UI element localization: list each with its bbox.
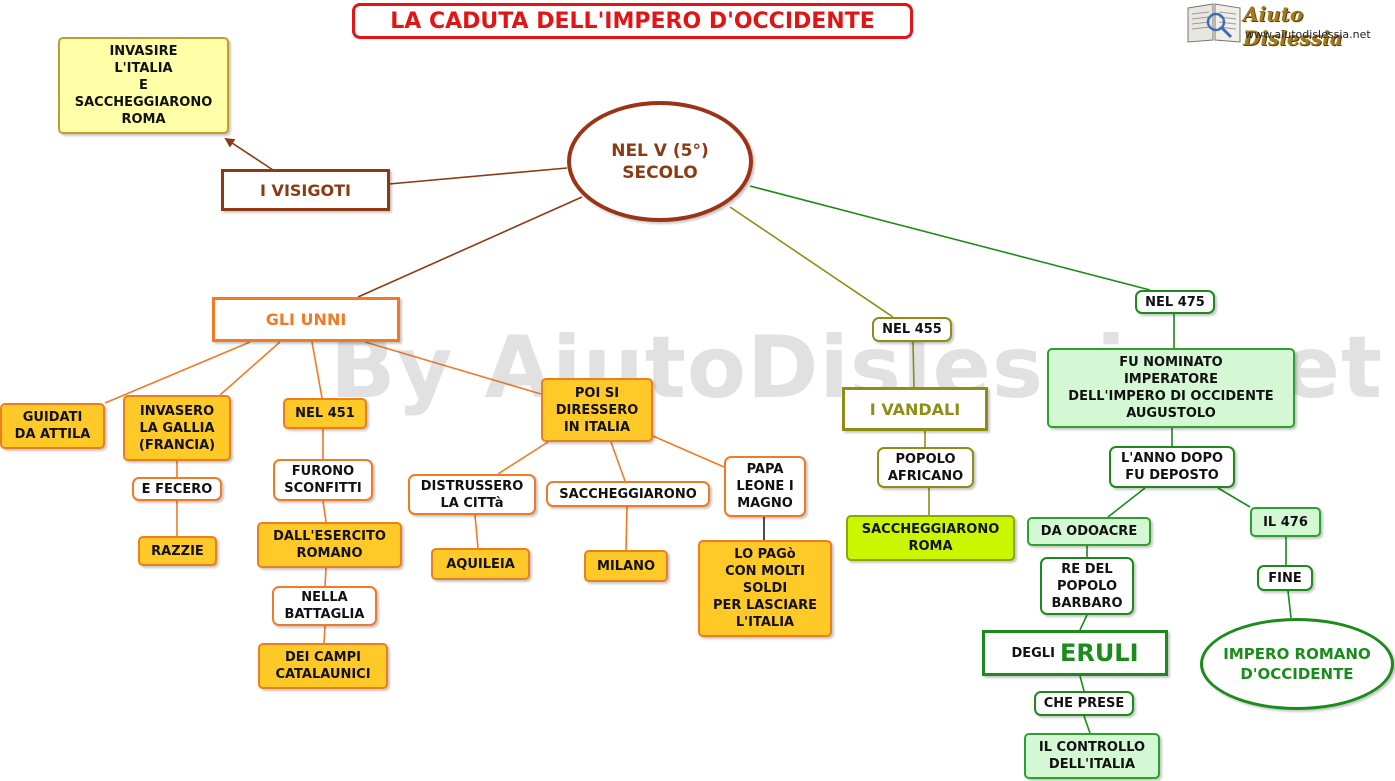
node-pago: LO PAGò CON MOLTI SOLDI PER LASCIARE L'I…: [698, 540, 832, 637]
node-eruli: DEGLI ERULI: [982, 630, 1168, 676]
node-papa: PAPA LEONE I MAGNO: [724, 456, 806, 517]
node-nel451: NEL 451: [283, 398, 367, 429]
line-fine-impero: [1287, 590, 1292, 619]
line-center-visigoti: [388, 167, 568, 185]
line-anno-il476: [1217, 487, 1251, 508]
node-anno-dopo: L'ANNO DOPO FU DEPOSTO: [1109, 446, 1235, 488]
node-nel455: NEL 455: [872, 317, 952, 342]
book-logo-icon: [1187, 3, 1241, 43]
line-diressero-distrussero: [497, 441, 549, 475]
logo-url: www.aiutodislessia.net: [1245, 28, 1371, 41]
line-battaglia-campi: [323, 625, 326, 644]
node-nominato: FU NOMINATO IMPERATORE DELL'IMPERO DI OC…: [1047, 348, 1295, 428]
degli-label: DEGLI: [1011, 645, 1055, 661]
line-prese-controllo: [1083, 715, 1091, 734]
line-anno-odoacre: [1107, 487, 1146, 518]
node-controllo: IL CONTROLLO DELL'ITALIA: [1024, 733, 1160, 779]
line-furono-esercito: [322, 500, 327, 523]
line-visigoti-action: [224, 137, 274, 171]
line-center-nel455: [729, 206, 894, 318]
node-unni: GLI UNNI: [212, 297, 400, 342]
node-battaglia: NELLA BATTAGLIA: [272, 586, 377, 626]
node-vandali: I VANDALI: [842, 387, 988, 431]
logo-name: Aiuto Dislessia: [1243, 2, 1343, 50]
line-center-nel475: [749, 185, 1151, 291]
node-impero: IMPERO ROMANO D'OCCIDENTE: [1200, 618, 1394, 710]
node-saccheggiarono: SACCHEGGIARONO: [546, 481, 710, 507]
node-visigoti-action: INVASIRE L'ITALIA E SACCHEGGIARONO ROMA: [58, 37, 229, 134]
node-re-popolo: RE DEL POPOLO BARBARO: [1040, 557, 1134, 615]
site-logo: Aiuto Dislessia www.aiutodislessia.net: [1183, 0, 1393, 50]
page-title: LA CADUTA DELL'IMPERO D'OCCIDENTE: [352, 3, 913, 39]
line-diressero-papa: [652, 435, 725, 468]
node-distrussero: DISTRUSSERO LA CITTà: [408, 474, 536, 515]
line-eruli-prese: [1079, 675, 1085, 692]
node-popolo: POPOLO AFRICANO: [877, 447, 974, 488]
node-odoacre: DA ODOACRE: [1027, 517, 1151, 546]
line-saccheggiarono-milano: [625, 506, 628, 551]
line-unni-nel451: [311, 341, 323, 399]
line-nel455-vandali: [912, 341, 915, 388]
line-re-eruli: [1079, 614, 1088, 631]
line-unni-guidati: [104, 341, 251, 404]
line-diressero-saccheggiarono: [610, 441, 626, 482]
line-distrussero-aquileia: [474, 514, 479, 549]
node-il476: IL 476: [1250, 507, 1321, 537]
line-center-unni: [357, 196, 583, 298]
node-furono: FURONO SCONFITTI: [273, 459, 373, 501]
eruli-label: ERULI: [1059, 638, 1139, 667]
line-unni-diressero: [364, 341, 542, 395]
node-invasero: INVASERO LA GALLIA (FRANCIA): [123, 395, 231, 461]
node-nel475: NEL 475: [1135, 290, 1215, 314]
node-aquileia: AQUILEIA: [431, 548, 530, 580]
node-prese: CHE PRESE: [1034, 691, 1134, 716]
line-unni-invasero: [219, 341, 281, 396]
node-campi: DEI CAMPI CATALAUNICI: [258, 643, 388, 689]
node-fecero: E FECERO: [132, 477, 222, 501]
node-diressero: POI SI DIRESSERO IN ITALIA: [541, 378, 653, 442]
node-center-century: NEL V (5°) SECOLO: [567, 101, 753, 222]
line-esercito-battaglia: [324, 567, 327, 587]
node-visigoti: I VISIGOTI: [221, 169, 390, 211]
node-milano: MILANO: [584, 550, 668, 582]
node-guidati: GUIDATI DA ATTILA: [0, 403, 105, 449]
node-esercito: DALL'ESERCITO ROMANO: [257, 522, 402, 568]
node-razzie: RAZZIE: [138, 536, 217, 566]
node-fine: FINE: [1257, 565, 1313, 591]
node-sacc-roma: SACCHEGGIARONO ROMA: [846, 515, 1015, 561]
